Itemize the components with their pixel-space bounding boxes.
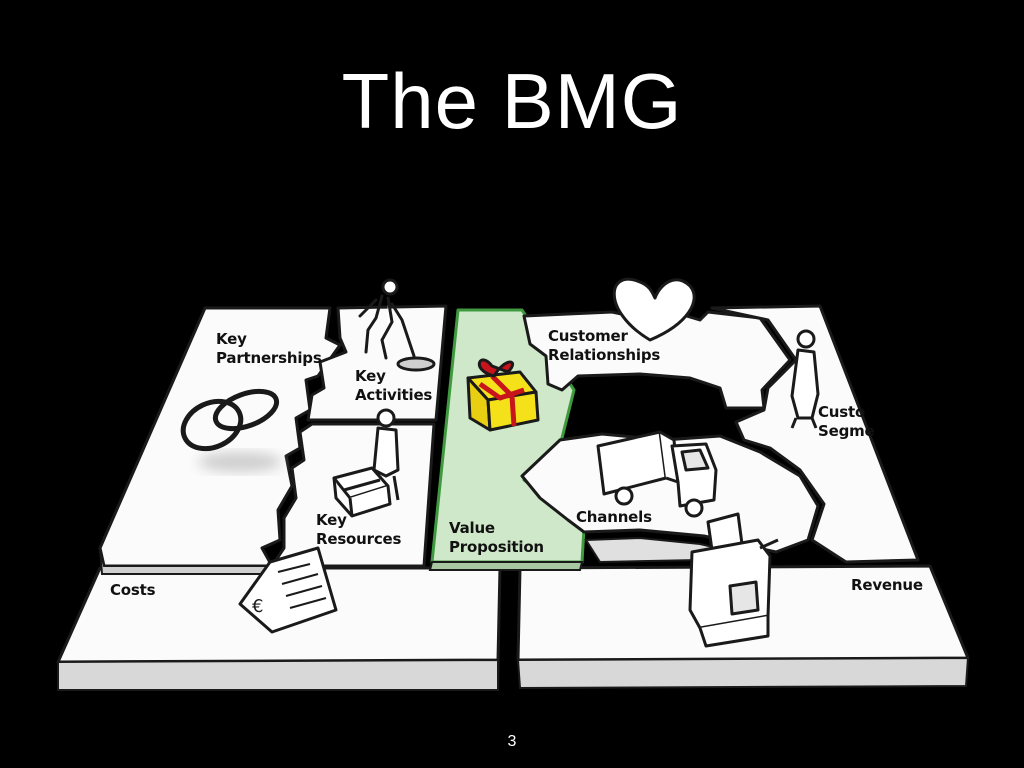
costs-label: Costs bbox=[110, 581, 155, 600]
page-number: 3 bbox=[0, 733, 1024, 751]
svg-text:€: € bbox=[252, 596, 263, 617]
key-resources-label: Key Resources bbox=[316, 511, 401, 549]
revenue-label: Revenue bbox=[851, 576, 923, 595]
value-proposition-label: Value Proposition bbox=[449, 519, 544, 557]
customer-relationships-label: Customer Relationships bbox=[548, 327, 660, 365]
key-activities-label: Key Activities bbox=[355, 367, 432, 405]
channels-label: Channels bbox=[576, 508, 652, 527]
key-partnerships-label: Key Partnerships bbox=[216, 330, 322, 368]
customer-segments-label: Custo Segme bbox=[818, 403, 875, 441]
